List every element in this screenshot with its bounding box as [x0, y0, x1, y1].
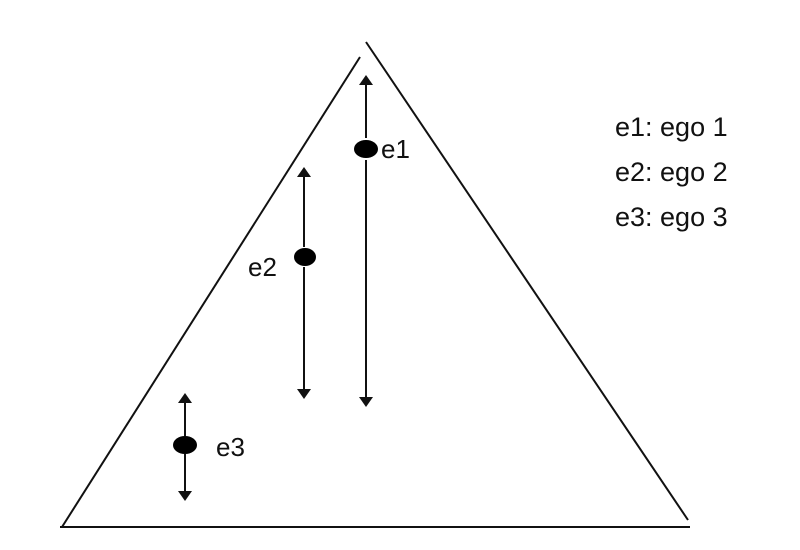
- triangle-left-side: [61, 56, 361, 528]
- legend-item-e2: e2: ego 2: [615, 157, 728, 187]
- legend: e1: ego 1 e2: ego 2 e3: ego 3: [615, 112, 728, 232]
- legend-item-e3: e3: ego 3: [615, 202, 728, 232]
- legend-item-e1: e1: ego 1: [615, 112, 728, 142]
- e1-node: [354, 140, 378, 158]
- ego-3-group: e3: [173, 393, 245, 501]
- e1-label: e1: [381, 134, 410, 164]
- ego-2-group: e2: [248, 167, 316, 399]
- triangle-right-side: [365, 41, 689, 521]
- pyramid-triangle: [60, 41, 690, 528]
- ego-1-group: e1: [354, 75, 410, 407]
- e2-label: e2: [248, 252, 277, 282]
- e3-node: [173, 436, 197, 454]
- e2-node: [294, 248, 316, 266]
- e3-label: e3: [216, 432, 245, 462]
